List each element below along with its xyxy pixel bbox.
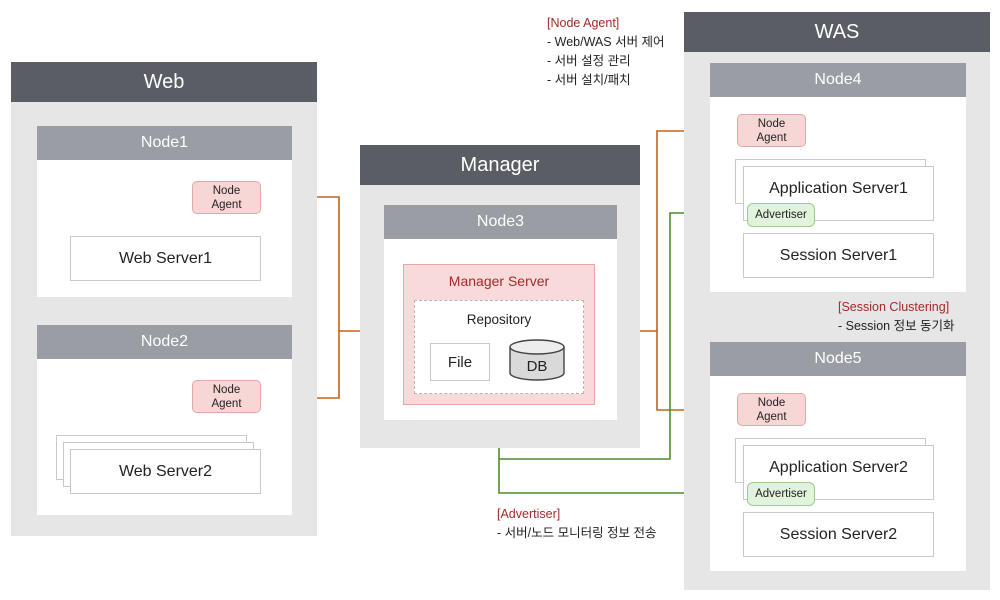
was-zone-title: WAS	[684, 12, 990, 52]
web-server1: Web Server1	[70, 236, 261, 281]
node5-title: Node5	[710, 342, 966, 376]
node1-title: Node1	[37, 126, 292, 160]
node-agent-label-line1: Node	[212, 184, 241, 197]
session-server2: Session Server2	[743, 512, 934, 557]
node2-title: Node2	[37, 325, 292, 359]
repository-title: Repository	[466, 312, 532, 327]
node-agent-label-line1: Node	[757, 117, 786, 130]
node4-node-agent: Node Agent	[737, 114, 806, 147]
node-agent-label-line2: Agent	[211, 198, 242, 211]
file-storage: File	[430, 343, 490, 381]
node-agent-label-line1: Node	[757, 396, 786, 409]
node4-advertiser: Advertiser	[747, 203, 815, 227]
session-clustering-note: [Session Clustering] - Session 정보 동기화	[838, 298, 988, 336]
advertiser-note-line: - 서버/노드 모니터링 정보 전송	[497, 526, 657, 540]
node-agent-note-line: - Web/WAS 서버 제어	[547, 35, 665, 49]
node-agent-label-line2: Agent	[756, 131, 787, 144]
web-zone-title: Web	[11, 62, 317, 102]
node5-advertiser: Advertiser	[747, 482, 815, 506]
node4-title: Node4	[710, 63, 966, 97]
node5-node-agent: Node Agent	[737, 393, 806, 426]
manager-server-title: Manager Server	[448, 273, 550, 289]
session-server1: Session Server1	[743, 233, 934, 278]
session-clustering-note-title: [Session Clustering]	[838, 300, 950, 314]
node-agent-note-title: [Node Agent]	[547, 16, 620, 30]
node1-node-agent: Node Agent	[192, 181, 261, 214]
node-agent-label-line1: Node	[212, 383, 241, 396]
node-agent-label-line2: Agent	[756, 410, 787, 423]
node-agent-note: [Node Agent] - Web/WAS 서버 제어 - 서버 설정 관리 …	[547, 14, 697, 90]
advertiser-note-title: [Advertiser]	[497, 507, 561, 521]
db-cylinder-icon	[509, 339, 565, 381]
db-label: DB	[526, 358, 548, 375]
advertiser-note: [Advertiser] - 서버/노드 모니터링 정보 전송	[497, 505, 697, 543]
web-server2: Web Server2	[70, 449, 261, 494]
application-server1: Application Server1	[743, 166, 934, 221]
node-agent-label-line2: Agent	[211, 397, 242, 410]
node-agent-note-line: - 서버 설정 관리	[547, 54, 631, 68]
node-agent-note-line: - 서버 설치/패치	[547, 73, 631, 87]
node2-node-agent: Node Agent	[192, 380, 261, 413]
manager-zone-title: Manager	[360, 145, 640, 185]
session-clustering-note-line: - Session 정보 동기화	[838, 319, 955, 333]
node3-title: Node3	[384, 205, 617, 239]
